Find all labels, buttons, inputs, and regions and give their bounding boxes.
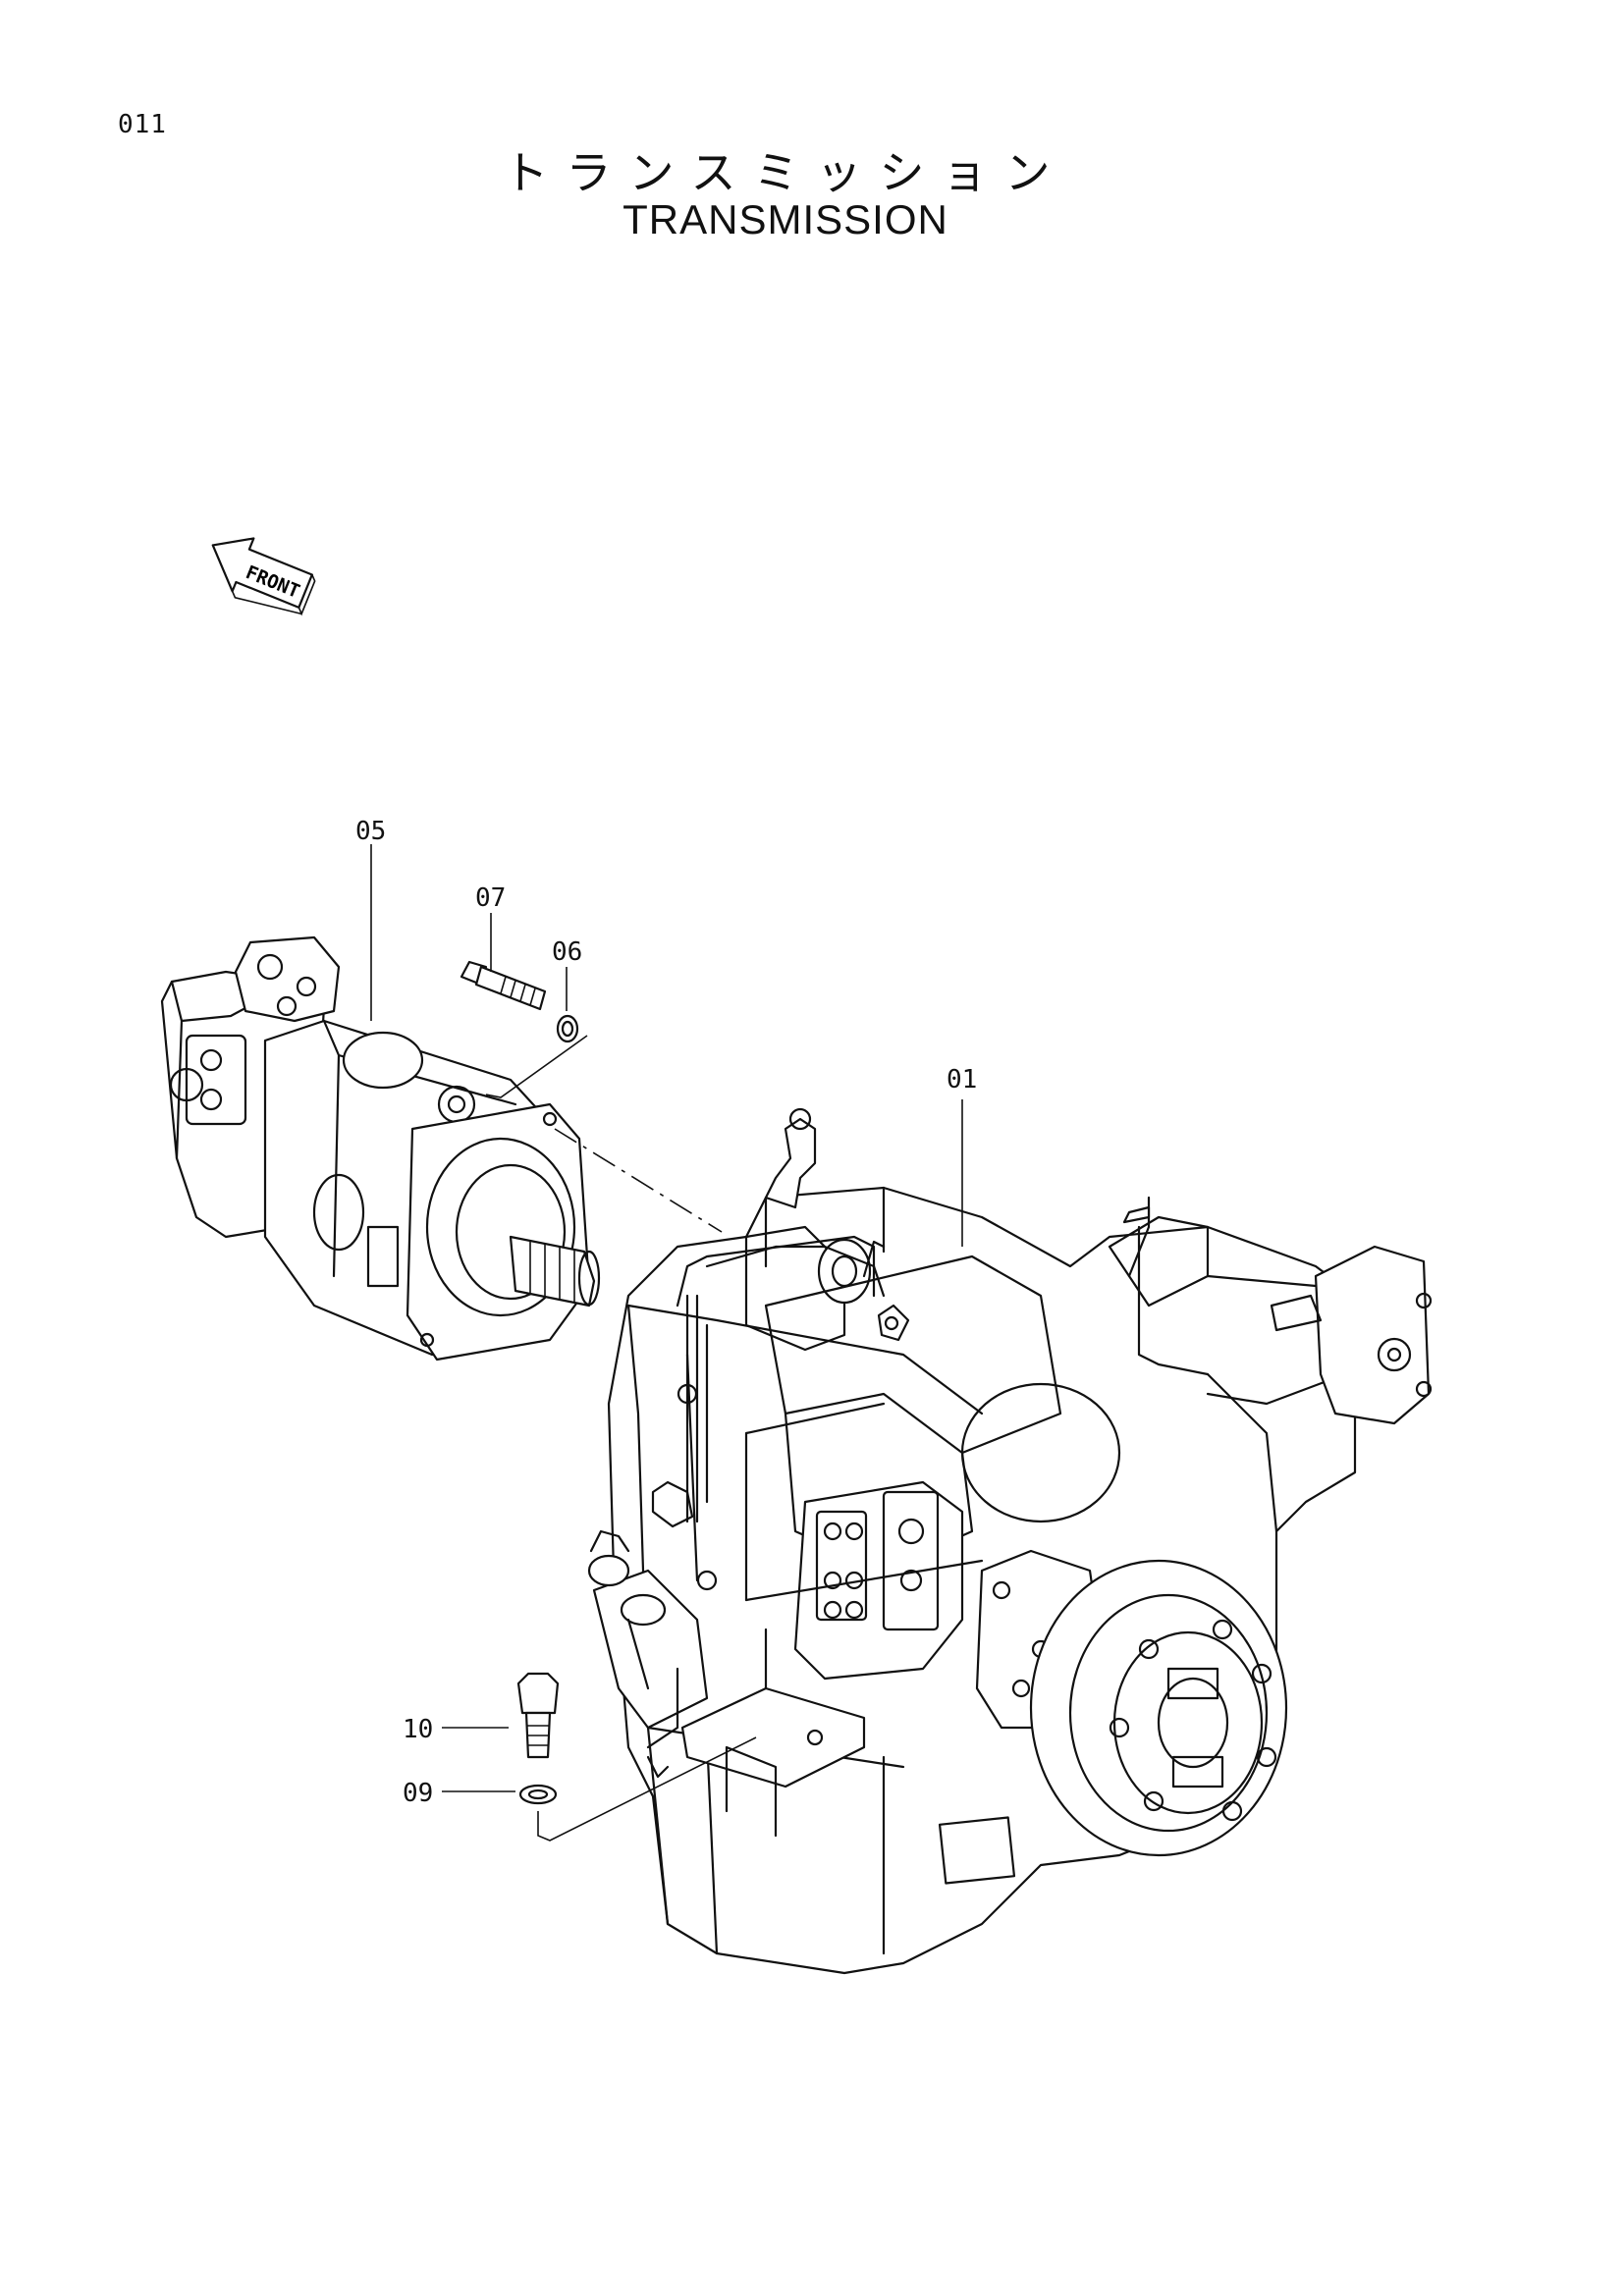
washer-part-09 (518, 1784, 558, 1805)
page-number: 011 (118, 110, 167, 139)
transmission-assembly-part-01 (587, 1107, 1433, 1975)
callout-10: 10 (403, 1715, 433, 1744)
title-japanese: トランスミッション (503, 146, 1068, 199)
bolt-part-10 (516, 1672, 560, 1759)
title-english: TRANSMISSION (623, 196, 948, 242)
callout-07: 07 (475, 883, 506, 913)
bolt-part-07 (460, 960, 547, 1011)
callout-01: 01 (947, 1065, 977, 1095)
washer-part-06 (556, 1014, 579, 1043)
callout-05: 05 (355, 817, 386, 846)
callout-09: 09 (403, 1779, 433, 1808)
hydraulic-motor-part-05 (160, 935, 723, 1362)
callout-06: 06 (552, 937, 582, 967)
front-arrow-icon: FRONT (211, 537, 316, 616)
leader-lines (370, 844, 963, 1792)
